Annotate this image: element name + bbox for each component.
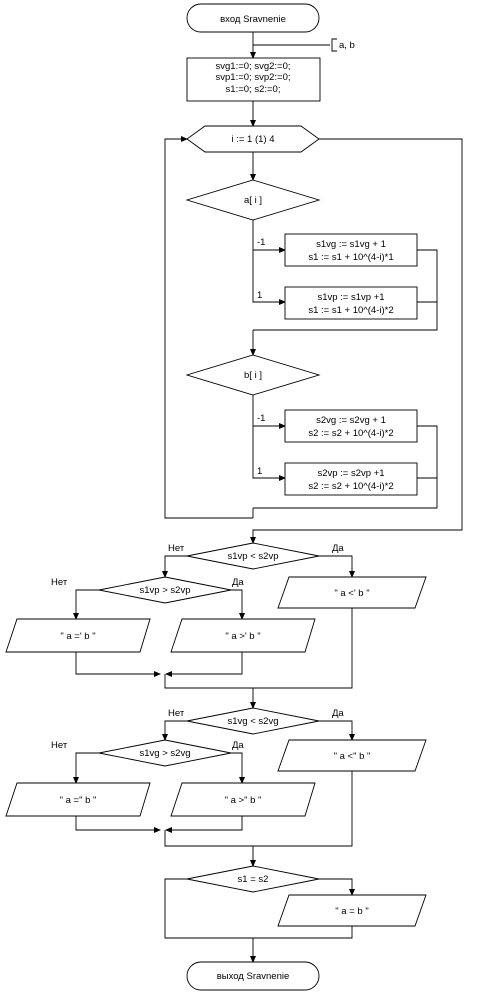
params-comment-bracket: [253, 38, 337, 52]
cmp-vp-yes-out: " a <' b ": [334, 588, 369, 599]
case-b-box-2-line-2: s2 := s2 + 10^(4-i)*2: [308, 481, 393, 492]
case-a-box-1-line-2: s1 := s1 + 10^(4-i)*1: [308, 252, 393, 263]
cmp-vg-inner-no: Нет: [51, 740, 68, 751]
params-comment: a, b: [339, 40, 355, 51]
cmp-vp-gt-output: [170, 618, 316, 653]
cmp-s-decision: [186, 865, 320, 893]
case-a-branch-1: -1: [257, 237, 265, 248]
loop-label: i := 1 (1) 4: [231, 134, 274, 145]
case-b-box-2: [284, 462, 418, 496]
cmp-vg-out-gt: " a >" b ": [225, 795, 262, 806]
cmp-vg-no: Нет: [168, 708, 185, 719]
cmp-vp-inner-cond: s1vp > s2vp: [140, 585, 191, 596]
case-a-box-2: [284, 286, 418, 320]
end-terminator: [186, 961, 320, 991]
cmp-vg-gt-output: [170, 782, 316, 817]
loop-exit-line: [250, 138, 463, 544]
cmp-s-cond: s1 = s2: [238, 874, 269, 885]
cmp-vg-inner-yes: Да: [232, 740, 244, 751]
cmp-vg-yes: Да: [332, 708, 344, 719]
cmp-vp-yes-output: [277, 576, 427, 609]
cmp-vp-inner-yes: Да: [232, 577, 244, 588]
case-b-box-1-line-2: s2 := s2 + 10^(4-i)*2: [308, 428, 393, 439]
case-a-label: a[ i ]: [244, 195, 262, 206]
cmp-vg-yes-output: [277, 739, 427, 772]
cmp-vp-decision: [186, 542, 320, 570]
case-a-box-1-line-1: s1vg := s1vg + 1: [316, 239, 386, 250]
case-b-branch-2: 1: [257, 466, 262, 477]
cmp-vg-out-eq: " a =" b ": [60, 795, 97, 806]
case-a-branch-2: 1: [257, 290, 262, 301]
case-a-box-2-line-1: s1vp := s1vp +1: [317, 292, 384, 303]
case-b-box-1-line-1: s2vg := s2vg + 1: [316, 415, 386, 426]
cmp-s-yes-output: [277, 894, 427, 927]
start-label: вход Sravnenie: [220, 14, 286, 25]
case-b-box-2-line-1: s2vp := s2vp +1: [317, 468, 384, 479]
cmp-vp-cond: s1vp < s2vp: [228, 551, 279, 562]
init-line-2: svp1:=0; svp2:=0;: [216, 72, 291, 83]
init-line-1: svg1:=0; svg2:=0;: [216, 61, 291, 72]
cmp-vg-yes-out: " a <" b ": [334, 751, 371, 762]
cmp-vp-out-gt: " a >' b ": [225, 631, 260, 642]
case-a-box-2-line-2: s1 := s1 + 10^(4-i)*2: [308, 305, 393, 316]
cmp-s-yes-out: " a = b ": [335, 906, 368, 917]
cmp-vp-inner-decision: [98, 576, 232, 604]
cmp-vg-inner-cond: s1vg > s2vg: [140, 748, 191, 759]
cmp-vp-no: Нет: [168, 543, 185, 554]
cmp-vp-inner-no: Нет: [51, 577, 68, 588]
cmp-vp-yes: Да: [332, 543, 344, 554]
cmp-vg-cond: s1vg < s2vg: [228, 716, 279, 727]
init-line-3: s1:=0; s2:=0;: [226, 84, 281, 95]
end-label: выход Sravnenie: [217, 971, 290, 982]
cmp-vp-out-eq: " a =' b ": [60, 631, 95, 642]
case-b-branch-1: -1: [257, 413, 265, 424]
cmp-vg-decision: [186, 707, 320, 735]
init-process: [186, 57, 321, 102]
cmp-vg-inner-decision: [98, 739, 232, 767]
cmp-vp-eq-output: [5, 618, 151, 653]
loop-back-line: [164, 136, 253, 519]
case-b-label: b[ i ]: [244, 370, 262, 381]
cmp-vg-eq-output: [5, 782, 151, 817]
